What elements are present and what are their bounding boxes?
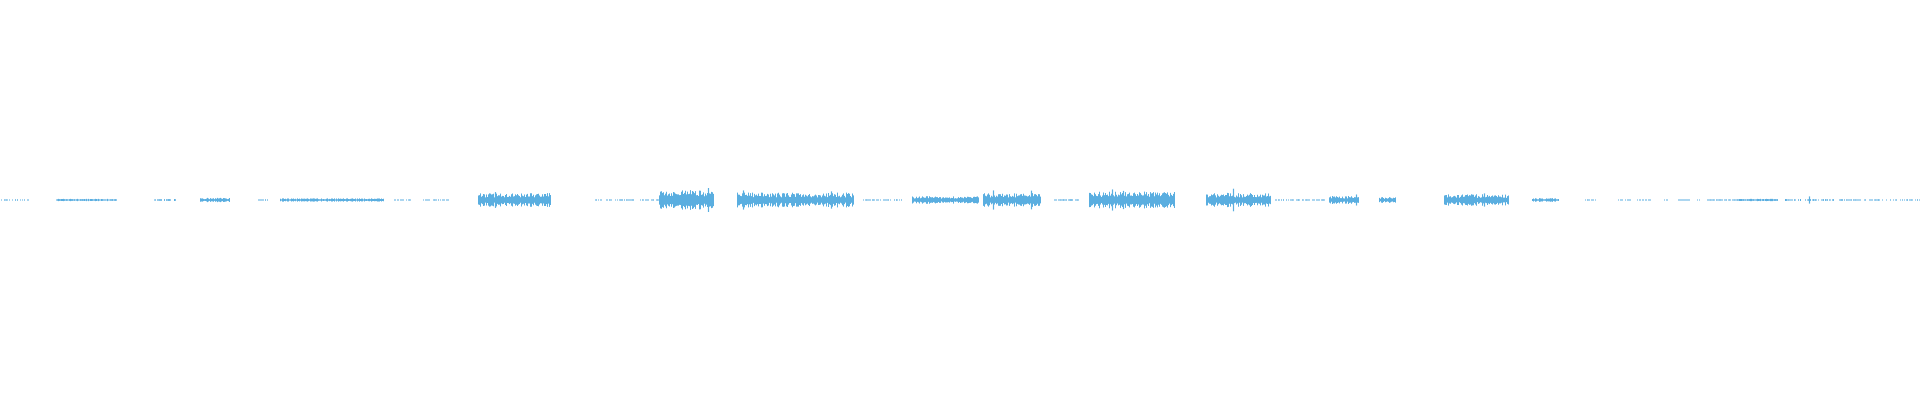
waveform-burst: [1089, 191, 1175, 209]
waveform-burst: [1206, 192, 1271, 208]
waveform-burst: [1839, 199, 1920, 201]
waveform-burst: [983, 193, 1041, 207]
waveform-burst: [1707, 199, 1738, 201]
waveform-burst: [423, 199, 449, 201]
waveform-burst: [1678, 199, 1690, 201]
waveform-burst: [1618, 199, 1651, 201]
waveform-burst: [1054, 199, 1079, 201]
waveform-bursts: [1, 190, 1920, 210]
waveform-burst: [1329, 195, 1359, 205]
waveform-burst: [478, 193, 551, 207]
waveform-burst: [1275, 199, 1325, 201]
waveform-burst: [280, 198, 384, 202]
waveform-peaks: [494, 188, 1811, 212]
waveform-burst: [258, 199, 268, 201]
waveform-burst: [154, 199, 176, 201]
waveform-burst: [1664, 199, 1668, 201]
waveform-burst: [1738, 198, 1778, 202]
waveform-burst: [1, 199, 29, 201]
waveform-burst: [1444, 194, 1509, 206]
waveform-burst: [1697, 199, 1700, 201]
waveform-burst: [1785, 199, 1834, 201]
waveform-burst: [200, 197, 230, 203]
waveform-burst: [56, 198, 117, 202]
waveform-burst: [1379, 197, 1396, 203]
waveform-burst: [659, 190, 714, 210]
waveform-burst: [912, 196, 979, 204]
waveform-burst: [595, 199, 659, 201]
waveform-burst: [1532, 198, 1559, 202]
waveform-burst: [1585, 199, 1596, 201]
waveform-burst: [394, 199, 411, 201]
waveform-burst: [737, 192, 854, 208]
waveform-burst: [863, 199, 902, 201]
